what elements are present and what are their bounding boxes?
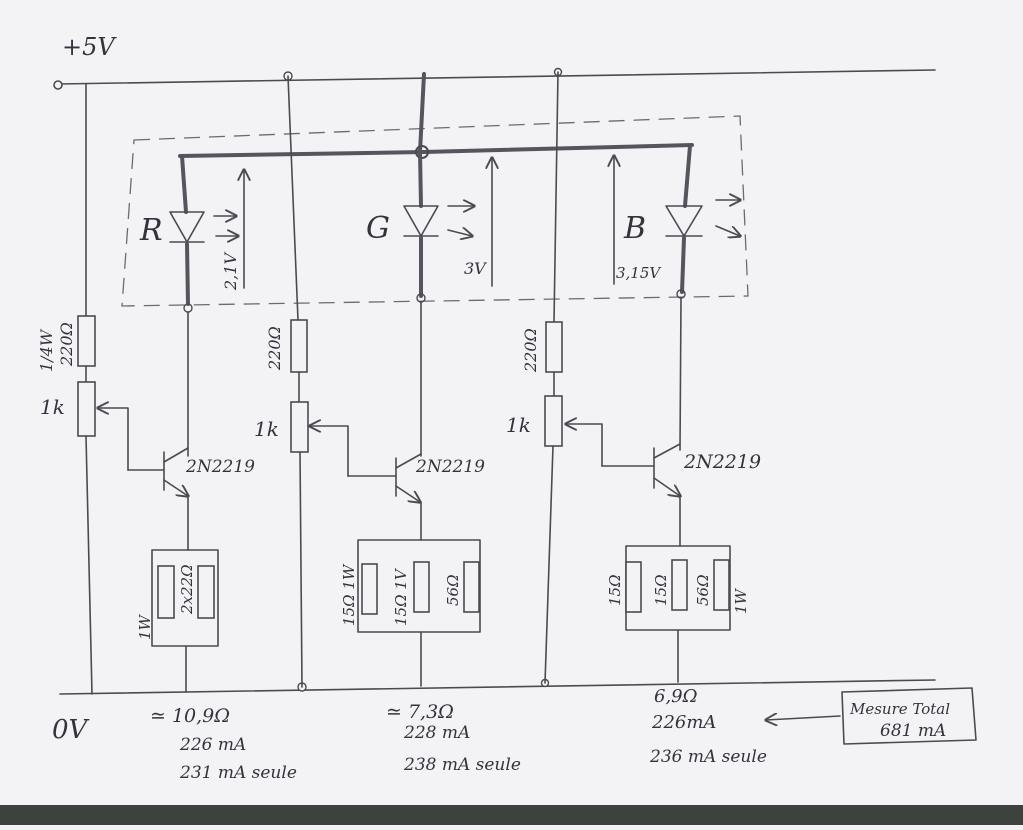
resistor-56-blue	[713, 559, 730, 611]
wiper-arrow	[98, 408, 129, 471]
wire	[553, 71, 559, 323]
green-led-letter: G	[366, 211, 390, 246]
ground-rail	[59, 679, 936, 695]
resistor-15a-blue	[625, 561, 642, 613]
plus-rail	[57, 69, 936, 85]
green-current: 228 mA	[403, 723, 470, 743]
wire	[299, 451, 303, 688]
resistor-value-label: 220Ω	[265, 326, 284, 371]
green-r2-label: 15Ω 1V	[392, 567, 410, 626]
potentiometer-1k-left	[77, 381, 96, 437]
transistor-label-green: 2N2219	[415, 457, 485, 477]
transistor-collector	[163, 447, 189, 463]
total-pointer-arrow	[766, 716, 841, 720]
emitter-resistor-network-green	[357, 539, 481, 633]
resistor-value-label: 220Ω	[57, 322, 76, 367]
red-equivalent-resistance: ≃ 10,9Ω	[150, 705, 230, 727]
wire	[544, 445, 554, 684]
blue-power-label: 1W	[732, 587, 750, 614]
resistor-22-b	[197, 565, 215, 619]
anode-bus	[178, 143, 694, 158]
resistor-220-right	[545, 321, 563, 373]
transistor-emitter	[395, 485, 420, 502]
resistor-56	[463, 561, 480, 613]
wire	[680, 236, 686, 294]
blue-r1-label: 15Ω	[606, 574, 624, 606]
resistor-220-mid	[290, 319, 308, 373]
red-led-voltage: 2,1V	[221, 252, 240, 291]
blue-equivalent-resistance: 6,9Ω	[654, 686, 698, 707]
wire	[679, 297, 682, 451]
green-led-voltage: 3V	[464, 259, 487, 278]
green-r1-label: 15Ω 1W	[340, 563, 358, 626]
total-box-line1: Mesure Total	[849, 700, 950, 718]
wire	[683, 144, 692, 208]
pot-value-label: 1k	[254, 417, 279, 441]
transistor-collector	[653, 443, 681, 459]
pot-value-label: 1k	[506, 413, 531, 437]
potentiometer-1k-right	[544, 395, 563, 447]
red-emitter-power-label: 1W	[136, 613, 154, 640]
total-box	[841, 687, 977, 745]
blue-current: 226mA	[651, 712, 716, 733]
red-emitter-resistor-label: 2x22Ω	[178, 564, 196, 615]
green-led-symbol	[403, 205, 439, 237]
resistor-value-label: 220Ω	[521, 328, 540, 373]
ground-label: 0V	[52, 715, 90, 745]
blue-led-voltage: 3,15V	[616, 264, 662, 282]
blue-r2-label: 15Ω	[652, 574, 670, 606]
blue-r3-label: 56Ω	[694, 574, 712, 606]
red-led-letter: R	[139, 213, 163, 248]
transistor-label-red: 2N2219	[185, 457, 255, 477]
anode-tap	[418, 72, 426, 154]
transistor-emitter	[163, 479, 188, 496]
blue-led-letter: B	[623, 211, 646, 246]
green-r3-label: 56Ω	[444, 574, 462, 606]
total-box-line2: 681 mA	[880, 721, 946, 741]
wire	[418, 150, 423, 208]
light-arrow	[447, 230, 472, 236]
emitter-resistor-network-red	[151, 549, 219, 647]
light-arrow	[715, 225, 740, 236]
transistor-collector	[395, 453, 422, 469]
pot-value-label: 1k	[40, 395, 65, 419]
power-rating-label: 1/4W	[37, 328, 56, 372]
wiper-arrow	[310, 426, 349, 477]
green-current-alone: 238 mA seule	[403, 755, 521, 775]
resistor-15b	[413, 561, 430, 613]
green-equivalent-resistance: ≃ 7,3Ω	[386, 701, 454, 723]
blue-led-symbol	[665, 205, 703, 237]
supply-plus-label: +5V	[62, 33, 117, 61]
red-led-symbol	[169, 211, 205, 243]
transistor-label-blue: 2N2219	[683, 451, 761, 473]
blue-current-alone: 236 mA seule	[649, 747, 767, 767]
wire	[85, 435, 93, 695]
wire	[185, 242, 190, 306]
wire	[180, 154, 188, 214]
led-module-outline	[121, 115, 749, 307]
red-current-alone: 231 mA seule	[179, 763, 297, 783]
scan-bottom-edge	[0, 805, 1023, 825]
transistor-emitter	[653, 477, 680, 496]
red-current: 226 mA	[179, 735, 246, 755]
potentiometer-1k-mid	[290, 401, 309, 453]
resistor-22-a	[157, 565, 175, 619]
resistor-220-left	[77, 315, 96, 367]
resistor-15b-blue	[671, 559, 688, 611]
wiper-arrow	[566, 424, 603, 467]
plus-rail-terminal	[53, 80, 63, 90]
wire	[287, 75, 299, 321]
resistor-15a	[361, 563, 378, 615]
